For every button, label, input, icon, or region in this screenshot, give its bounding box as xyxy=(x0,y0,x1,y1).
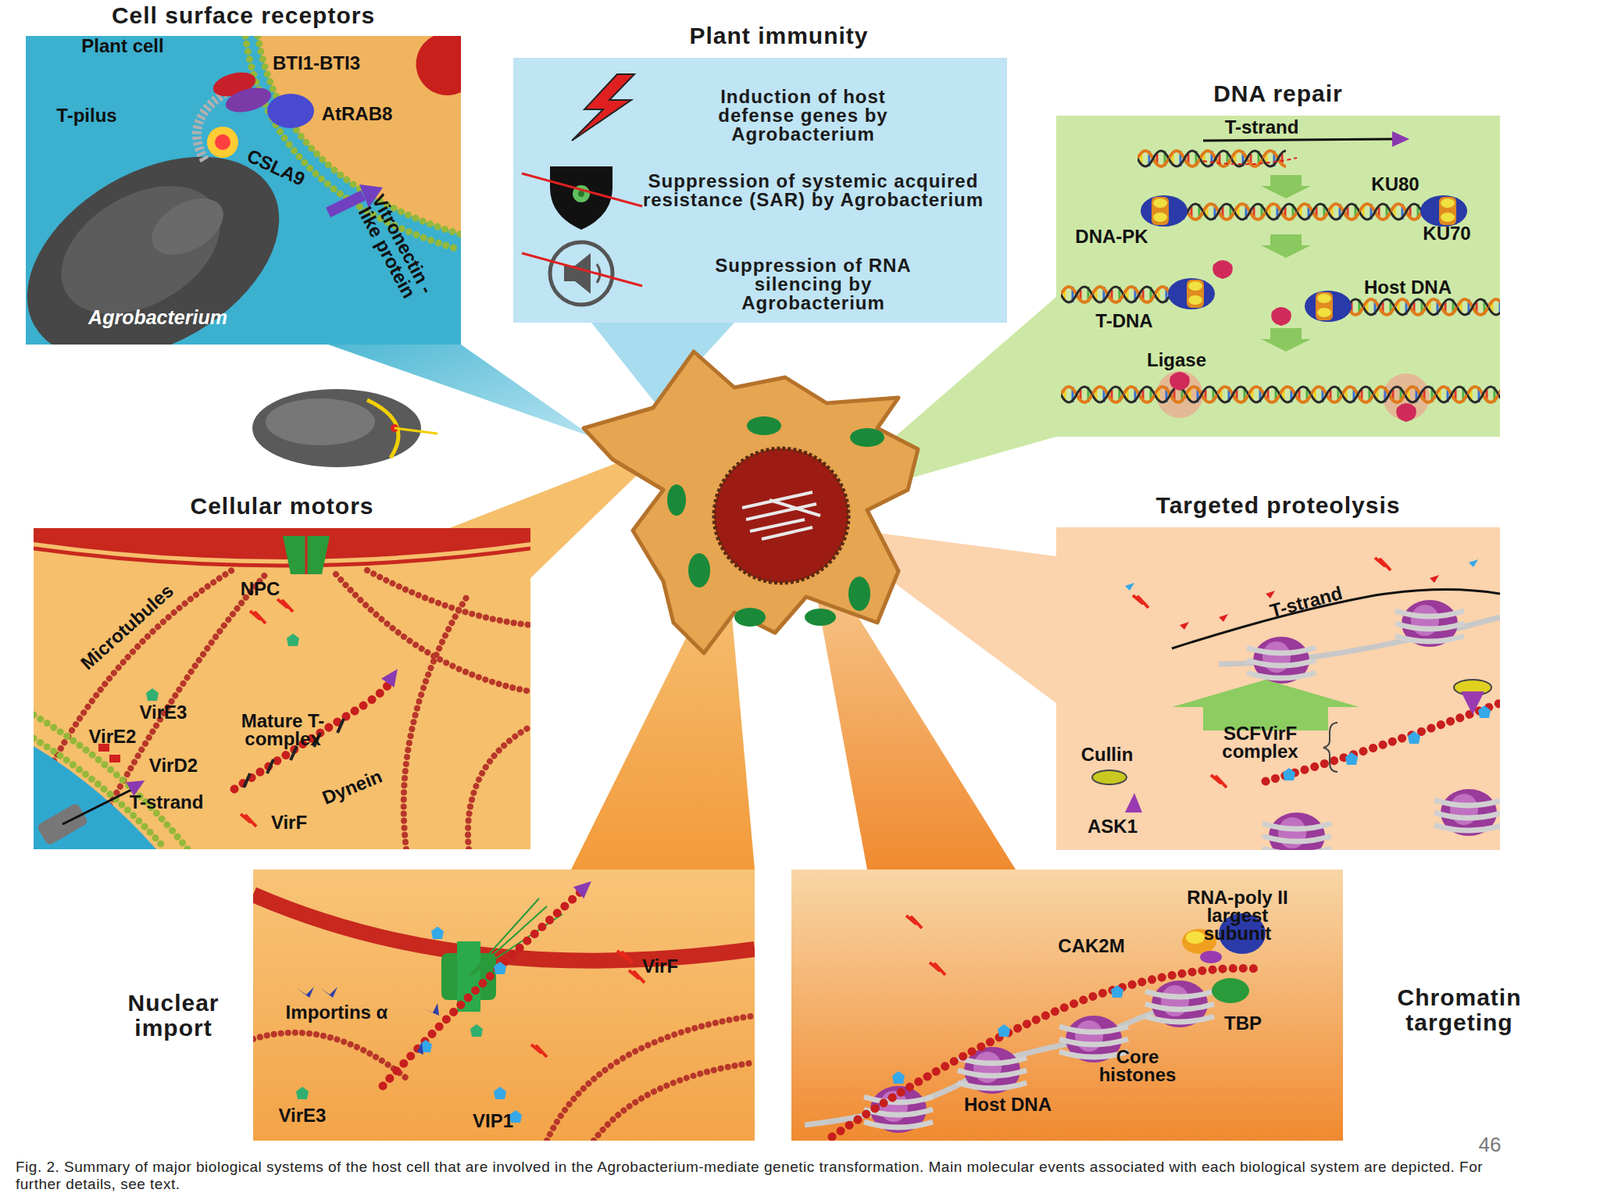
part-label: Agrobacterium xyxy=(88,308,228,328)
host-cell-part xyxy=(714,448,849,583)
part-label: NPC xyxy=(240,580,281,599)
panel-text: Suppression of RNA silencing by Agrobact… xyxy=(696,256,931,313)
part-label: Plant cell xyxy=(81,37,164,56)
panel-heading: Cellular motors xyxy=(33,493,531,519)
part-label: VirE3 xyxy=(139,703,188,722)
part-label: RNA-poly II largest subunit xyxy=(1178,889,1297,943)
callout-wedges-part xyxy=(816,296,1057,505)
panel-heading: DNA repair xyxy=(1056,81,1500,107)
receptor-illustration xyxy=(25,35,461,345)
immunity-panel: Plant immunityInduction of host defense … xyxy=(513,57,1008,323)
part-label: Mature T-complex xyxy=(208,712,358,749)
callout-wedges-part xyxy=(328,344,594,438)
proteolysis-panel: Targeted proteolysis xyxy=(1056,527,1500,850)
part-label: BTI1-BTI3 xyxy=(272,54,361,73)
host-cell-part xyxy=(742,492,821,540)
part-label: VIP1 xyxy=(472,1112,514,1131)
page-number: 46 xyxy=(1478,1135,1502,1155)
part-label: Host DNA xyxy=(1364,278,1452,297)
motors-panel: Cellular motors xyxy=(33,528,531,850)
part-label: CAK2M xyxy=(1057,937,1125,956)
dna-repair-panel: DNA repair xyxy=(1056,115,1500,437)
figure-caption: Fig. 2. Summary of major biological syst… xyxy=(15,1158,1504,1193)
panel-text: Suppression of systemic acquired resista… xyxy=(641,171,986,210)
part-label: VirD2 xyxy=(149,757,198,775)
part-label: T-strand xyxy=(1225,118,1300,137)
part-label: DNA-PK xyxy=(1075,228,1148,247)
host-cell xyxy=(583,351,918,654)
receptor-panel: Cell surface receptors xyxy=(25,35,461,345)
host-cell-part xyxy=(688,553,711,588)
panel-heading: Chromatin targeting xyxy=(1369,985,1550,1035)
panel-heading: Nuclear import xyxy=(107,990,240,1040)
part-label: AtRAB8 xyxy=(321,105,393,124)
part-label: VirF xyxy=(271,814,308,833)
part-label: T-DNA xyxy=(1095,312,1153,331)
part-label: Importins α xyxy=(285,1003,389,1022)
part-label: TBP xyxy=(1224,1014,1262,1033)
callout-wedges-part xyxy=(816,525,1057,704)
host-cell-part xyxy=(850,428,885,447)
part-label: Host DNA xyxy=(964,1096,1052,1115)
part-label: VirE3 xyxy=(278,1107,327,1125)
callout-wedges-part xyxy=(571,556,755,870)
panel-heading: Targeted proteolysis xyxy=(1056,492,1500,518)
small-bacterium-part xyxy=(265,398,375,446)
callout-wedges-part xyxy=(591,322,735,407)
small-bacterium-part xyxy=(394,428,438,434)
panel-heading: Plant immunity xyxy=(532,23,1026,49)
host-cell-part xyxy=(734,607,766,627)
part-label: T-strand xyxy=(129,793,204,812)
small-bacterium xyxy=(252,389,438,468)
part-label: SCFVirF complex xyxy=(1209,725,1311,761)
part-label: VirE2 xyxy=(89,728,137,747)
host-cell-part xyxy=(746,416,782,436)
panel-heading: Cell surface receptors xyxy=(25,3,461,29)
part-label: Ligase xyxy=(1146,351,1207,370)
part-label: Cullin xyxy=(1081,746,1134,765)
part-label: KU80 xyxy=(1371,175,1419,194)
part-label: KU70 xyxy=(1422,225,1471,243)
callout-wedges-part xyxy=(804,531,1016,870)
small-bacterium-part xyxy=(390,424,399,433)
host-cell-part xyxy=(804,608,836,626)
host-cell-part xyxy=(848,576,871,611)
small-bacterium-part xyxy=(252,389,422,468)
host-cell-part xyxy=(667,484,686,516)
part-label: VirF xyxy=(642,957,679,976)
part-label: Core histones xyxy=(1078,1048,1197,1085)
motors-illustration xyxy=(33,528,531,850)
panel-text: Induction of host defense genes by Agrob… xyxy=(685,87,921,144)
small-bacterium-part xyxy=(367,400,399,458)
part-label: T-pilus xyxy=(56,107,117,125)
part-label: ASK1 xyxy=(1087,817,1138,836)
host-cell-part xyxy=(583,351,918,654)
